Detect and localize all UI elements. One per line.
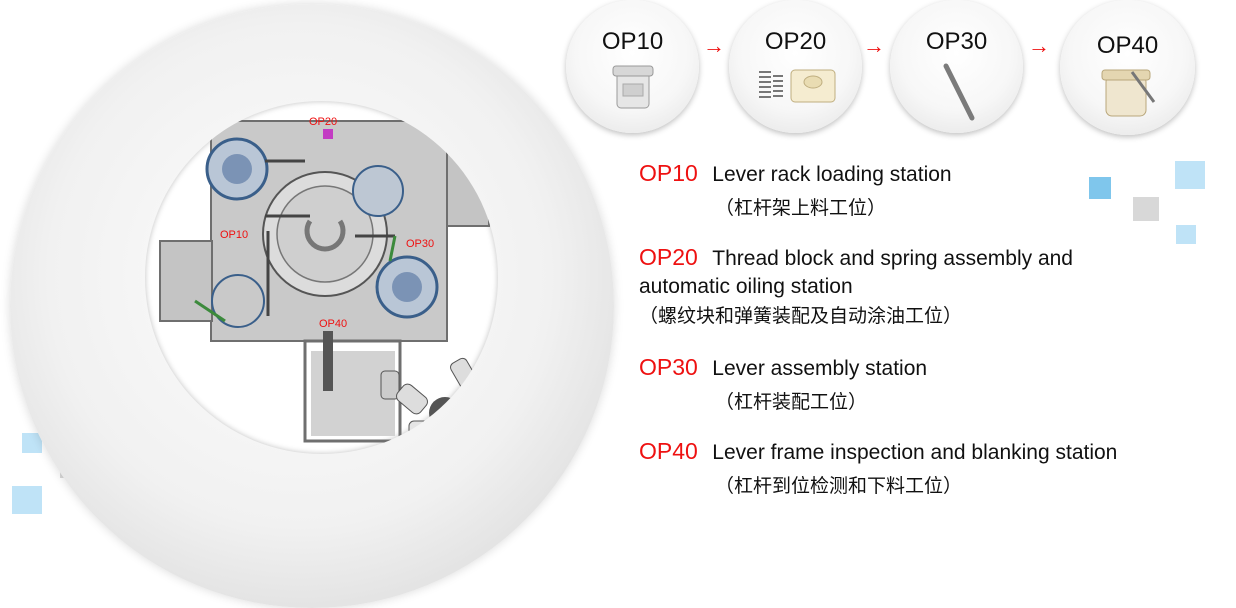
bubble-op30: OP30 — [890, 0, 1023, 133]
station-op40-entry: OP40 Lever frame inspection and blanking… — [639, 438, 1229, 498]
flow-arrow: → — [703, 33, 725, 58]
station-description-cn: （杠杆到位检测和下料工位） — [715, 475, 963, 497]
station-description: Lever assembly station — [712, 357, 928, 380]
station-description-cn: （杠杆装配工位） — [715, 391, 868, 413]
layout-label-op30: OP30 — [406, 238, 435, 250]
deco-square — [1133, 197, 1159, 221]
station-op30-entry: OP30 Lever assembly station （杠杆装配工位） — [639, 354, 1229, 414]
lever-pin-icon — [943, 63, 975, 121]
layout-ring: OP20 OP10 OP30 OP40 — [10, 4, 614, 608]
thread-block-spring-icon — [759, 69, 836, 103]
lever-frame-assembly-icon — [1101, 69, 1156, 117]
station-description-line2: automatic oiling station — [639, 275, 853, 298]
flow-arrow: → — [863, 33, 885, 58]
bubble-op20-title: OP20 — [764, 28, 827, 55]
deco-square — [1176, 225, 1196, 244]
flow-arrow: → — [1028, 33, 1050, 58]
station-code: OP30 — [639, 354, 698, 380]
bubble-op40: OP40 — [1060, 0, 1195, 135]
bubble-op20: OP20 — [729, 0, 862, 133]
station-code: OP40 — [639, 438, 698, 464]
station-description: Lever frame inspection and blanking stat… — [712, 441, 1118, 464]
bubble-op30-title: OP30 — [925, 28, 988, 55]
bubble-op10-title: OP10 — [601, 28, 664, 55]
deco-square — [1175, 161, 1205, 189]
station-code: OP10 — [639, 160, 698, 186]
layout-label-op10: OP10 — [220, 229, 249, 241]
station-code: OP20 — [639, 244, 698, 270]
station-op20-entry: OP20 Thread block and spring assembly an… — [639, 244, 1229, 328]
layout-label-op40: OP40 — [319, 318, 348, 330]
station-op10-entry: OP10 Lever rack loading station （杠杆架上料工位… — [639, 160, 1229, 220]
station-description-cn: （螺纹块和弹簧装配及自动涂油工位） — [639, 305, 963, 327]
bubble-op10: OP10 — [566, 0, 699, 133]
deco-square — [12, 486, 42, 514]
layout-label-op20: OP20 — [309, 116, 338, 128]
station-description-cn: （杠杆架上料工位） — [715, 197, 887, 219]
machine-layout-view: OP20 OP10 OP30 OP40 — [145, 101, 498, 454]
machine-layout-drawing — [159, 120, 498, 443]
lever-rack-part-icon — [612, 65, 654, 109]
bubble-op40-title: OP40 — [1096, 32, 1159, 59]
station-description: Lever rack loading station — [712, 163, 952, 186]
station-description: Thread block and spring assembly and — [712, 247, 1073, 270]
deco-square — [22, 433, 42, 453]
deco-square — [1089, 177, 1111, 199]
